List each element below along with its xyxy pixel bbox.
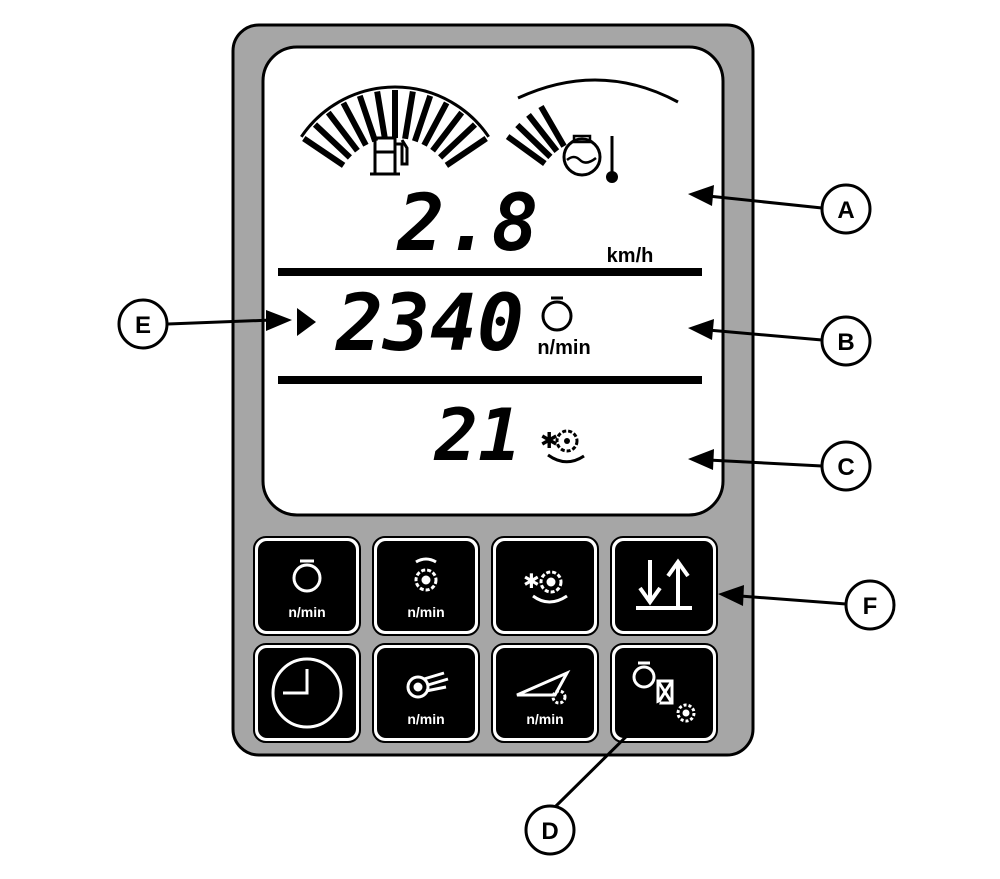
fuel-gauge-bar (438, 122, 478, 160)
fuel-gauge-bar (430, 110, 465, 153)
fuel-gauge-bar (412, 94, 434, 143)
engine-icon (292, 559, 322, 593)
svg-text:✱: ✱ (540, 429, 558, 454)
fuel-gauge-bar (356, 94, 378, 143)
engine-rpm-readout: 2340 (334, 279, 524, 369)
fuel-gauge-bar (312, 122, 352, 160)
fuel-gauge-bar (325, 110, 360, 153)
svg-text:B: B (837, 329, 854, 356)
rotor-rpm-button[interactable]: n/min (372, 536, 480, 636)
button-label: n/min (526, 711, 563, 727)
fuel-gauge-bar (340, 101, 369, 147)
clock-button[interactable] (253, 643, 361, 743)
raise-lower-icon (636, 558, 692, 610)
engine-rpm-unit: n/min (537, 337, 590, 359)
svg-text:✱: ✱ (523, 569, 540, 593)
coolant-temperature-icon (562, 134, 618, 183)
header-icon (516, 669, 571, 705)
button-label: n/min (407, 604, 444, 620)
fuel-gauge-bar (444, 136, 488, 168)
header-rpm-button[interactable]: n/min (491, 643, 599, 743)
temp-gauge-bar (538, 104, 567, 148)
engine-drive-button[interactable] (610, 643, 718, 743)
svg-text:C: C (837, 454, 854, 481)
cutterhead-icon: ✱ (540, 429, 585, 464)
speed-readout: 2.8 (396, 179, 539, 269)
button-label: n/min (288, 604, 325, 620)
fuel-pump-icon (370, 136, 409, 176)
cutterhead-icon: ✱ (523, 569, 568, 604)
temp-gauge-bar (526, 113, 560, 153)
svg-text:A: A (837, 197, 854, 224)
callout-b (820, 315, 872, 367)
engine-rpm-button[interactable]: n/min (253, 536, 361, 636)
svg-text:E: E (135, 312, 151, 339)
fuel-gauge-bar (374, 90, 388, 140)
svg-text:D: D (541, 818, 558, 845)
blower-rpm-button[interactable]: n/min (372, 643, 480, 743)
temp-gauge-bar (515, 122, 553, 160)
svg-text:F: F (863, 593, 878, 620)
cutterhead-button[interactable]: ✱ (491, 536, 599, 636)
callout-d (524, 804, 576, 856)
cutter-readout: 21 (433, 393, 522, 477)
callouts: A B C E F D (117, 183, 896, 856)
engine-icon (541, 296, 573, 332)
coolant-temp-gauge (505, 78, 679, 183)
selection-arrow-icon (297, 308, 316, 336)
raise-lower-button[interactable] (610, 536, 718, 636)
callout-a (820, 183, 872, 235)
callout-e (117, 298, 169, 350)
blower-icon (406, 671, 449, 699)
lcd-screen (261, 45, 725, 517)
speed-unit: km/h (607, 245, 654, 267)
callout-f (844, 579, 896, 631)
fuel-gauge-bar (402, 90, 416, 140)
callout-c (820, 440, 872, 492)
engine-drive-icon (632, 661, 696, 723)
fuel-gauge-bar (421, 101, 450, 147)
button-label: n/min (407, 711, 444, 727)
clock-icon (271, 657, 343, 729)
rotor-speed-icon (414, 557, 438, 592)
fuel-gauge (300, 85, 490, 176)
fuel-gauge-bar (302, 136, 346, 168)
temp-gauge-bar (505, 134, 547, 166)
